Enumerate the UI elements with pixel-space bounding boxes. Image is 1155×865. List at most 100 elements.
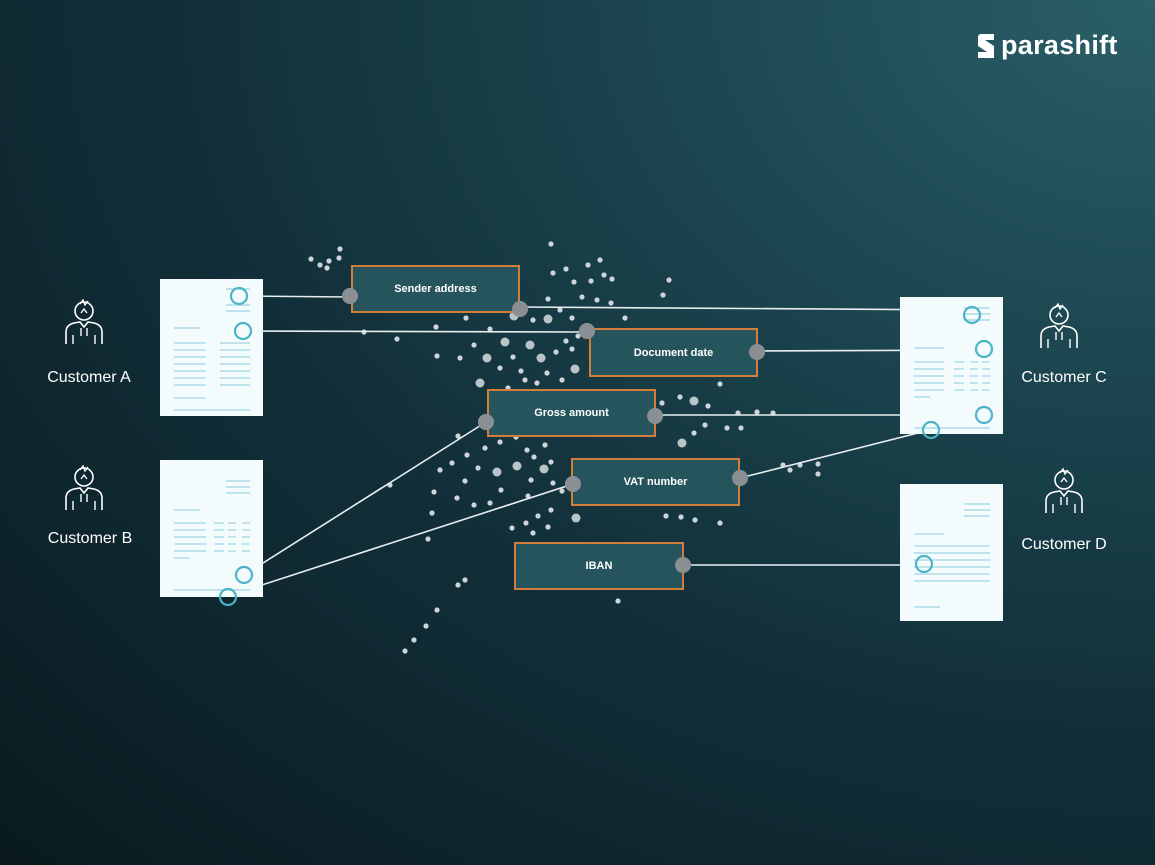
particle-dot bbox=[308, 256, 314, 262]
connector-b-vat bbox=[227, 483, 574, 597]
particle-dot bbox=[510, 354, 516, 360]
parashift-logo[interactable]: parashift bbox=[976, 32, 1118, 59]
particle-dot bbox=[659, 400, 665, 406]
field-box-sender-address[interactable]: Sender address bbox=[351, 265, 520, 313]
particle-dot bbox=[692, 517, 698, 523]
field-box-gross-amount[interactable]: Gross amount bbox=[487, 389, 656, 437]
anchor-ring bbox=[218, 587, 238, 607]
particle-dot bbox=[326, 258, 332, 264]
anchor-rings bbox=[218, 286, 994, 607]
particle-dot bbox=[544, 370, 550, 376]
particle-dot bbox=[464, 452, 470, 458]
particle-dot bbox=[594, 297, 600, 303]
particle-dot bbox=[663, 513, 669, 519]
particle-dot bbox=[569, 346, 575, 352]
particle-dot bbox=[571, 513, 581, 523]
field-label: IBAN bbox=[585, 560, 613, 572]
particle-dot bbox=[559, 377, 565, 383]
customer-a-person-icon bbox=[65, 299, 103, 345]
particle-dot bbox=[660, 292, 666, 298]
particle-dot bbox=[559, 488, 565, 494]
particle-dot bbox=[545, 524, 551, 530]
particle-dot bbox=[601, 272, 607, 278]
particle-dot bbox=[518, 368, 524, 374]
field-label: VAT number bbox=[623, 476, 688, 488]
particle-dot bbox=[482, 445, 488, 451]
particle-dot bbox=[550, 480, 556, 486]
logo-text: parashift bbox=[1001, 30, 1118, 60]
particle-dot bbox=[542, 442, 548, 448]
particle-dot bbox=[454, 495, 460, 501]
particle-dot bbox=[512, 461, 522, 471]
particle-dot bbox=[550, 270, 556, 276]
particle-dot bbox=[553, 349, 559, 355]
particle-dot bbox=[500, 337, 510, 347]
particle-dot bbox=[585, 262, 591, 268]
particle-dot bbox=[492, 467, 502, 477]
anchor-ring bbox=[974, 405, 994, 425]
particle-dot bbox=[689, 396, 699, 406]
particle-dot bbox=[677, 438, 687, 448]
particle-dot bbox=[815, 461, 821, 467]
particle-dot bbox=[724, 425, 730, 431]
particle-dot bbox=[548, 241, 554, 247]
connector-b-gross bbox=[243, 421, 487, 576]
particle-dot bbox=[434, 607, 440, 613]
anchor-ring bbox=[234, 565, 254, 585]
customer-a-label: Customer A bbox=[47, 369, 131, 386]
particle-dot bbox=[429, 510, 435, 516]
field-label: Document date bbox=[633, 346, 714, 359]
particle-dot bbox=[754, 409, 760, 415]
particle-dot bbox=[411, 637, 417, 643]
particle-dot bbox=[336, 255, 342, 261]
particle-dot bbox=[536, 353, 546, 363]
particle-dot bbox=[579, 294, 585, 300]
particle-dot bbox=[487, 326, 493, 332]
particle-dot bbox=[475, 378, 485, 388]
particle-dot bbox=[431, 489, 437, 495]
particle-dot bbox=[548, 507, 554, 513]
particle-dot bbox=[534, 380, 540, 386]
particle-dot bbox=[548, 459, 554, 465]
field-box-document-date[interactable]: Document date bbox=[589, 328, 758, 377]
particle-dot bbox=[738, 425, 744, 431]
particle-dot bbox=[324, 265, 330, 271]
particle-dot bbox=[530, 317, 536, 323]
particle-dot bbox=[528, 477, 534, 483]
particle-dot bbox=[563, 266, 569, 272]
anchor-ring bbox=[229, 286, 249, 306]
anchor-ring bbox=[921, 420, 941, 440]
particle-dot bbox=[597, 257, 603, 263]
document-customer-c bbox=[900, 297, 1003, 434]
particle-dot bbox=[571, 279, 577, 285]
particle-dot bbox=[531, 454, 537, 460]
field-box-iban[interactable]: IBAN bbox=[514, 542, 684, 590]
particle-dot bbox=[787, 467, 793, 473]
particle-dot bbox=[691, 430, 697, 436]
particle-dot bbox=[455, 582, 461, 588]
customer-d-label: Customer D bbox=[1021, 536, 1107, 553]
anchor-ring bbox=[974, 339, 994, 359]
customer-c-person-icon bbox=[1040, 303, 1078, 349]
particle-dot bbox=[449, 460, 455, 466]
particle-dot bbox=[525, 340, 535, 350]
particle-dot bbox=[563, 338, 569, 344]
particle-dot bbox=[482, 353, 492, 363]
particle-dot bbox=[522, 377, 528, 383]
particle-dot bbox=[557, 307, 563, 313]
anchor-ring bbox=[233, 321, 253, 341]
document-customer-b bbox=[160, 460, 263, 597]
document-customer-d bbox=[900, 484, 1003, 621]
field-box-vat-number[interactable]: VAT number bbox=[571, 458, 740, 506]
customer-b-label: Customer B bbox=[47, 530, 133, 547]
particle-dot bbox=[523, 520, 529, 526]
particle-dot bbox=[509, 525, 515, 531]
customer-c-label: Customer C bbox=[1021, 369, 1107, 386]
particle-dot bbox=[497, 439, 503, 445]
particle-dot bbox=[462, 478, 468, 484]
particle-dot bbox=[434, 353, 440, 359]
particle-dot bbox=[487, 500, 493, 506]
particle-dot bbox=[539, 464, 549, 474]
particle-dot bbox=[525, 493, 531, 499]
